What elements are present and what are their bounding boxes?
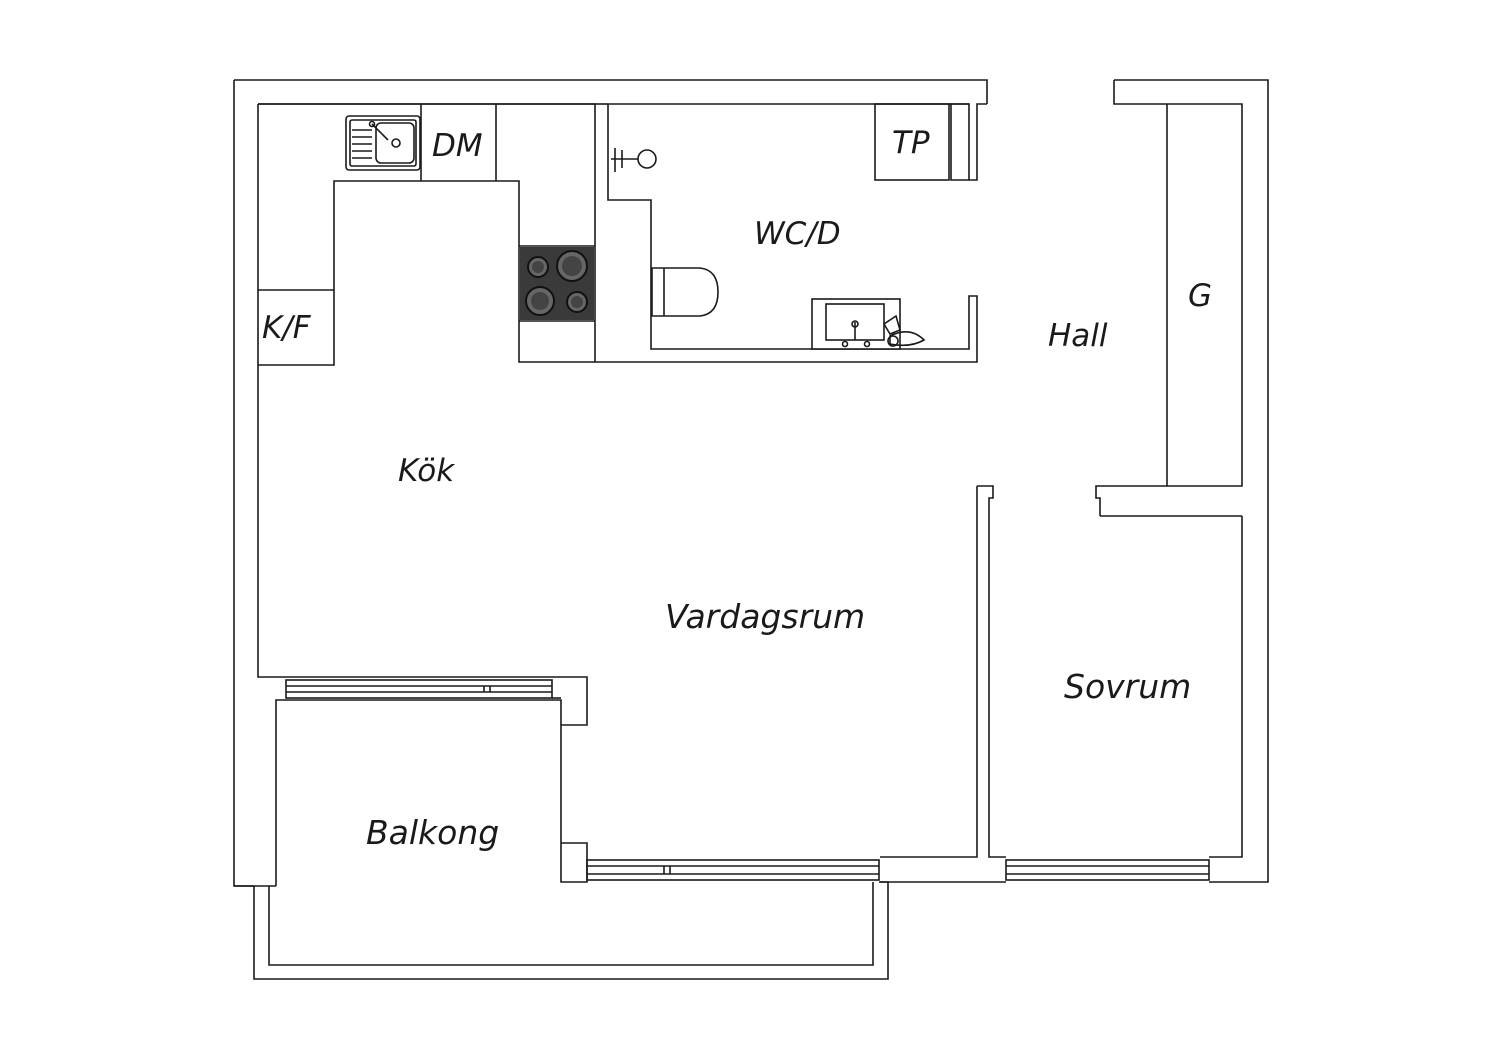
room-label-balcony: Balkong [366, 813, 499, 852]
outer-walls [233, 79, 1269, 887]
windows [285, 679, 1210, 881]
balcony-railing [234, 881, 889, 980]
kitchen-sink-icon [345, 115, 421, 171]
room-label-bedroom: Sovrum [1064, 667, 1191, 706]
shower-icon [611, 148, 657, 172]
interior-walls [880, 485, 1006, 883]
room-label-dishwasher: DM [432, 128, 483, 164]
room-label-wardrobe: G [1188, 278, 1212, 314]
room-label-bathroom: WC/D [754, 216, 841, 252]
room-label-living-room: Vardagsrum [665, 597, 865, 636]
balcony-door-wall [275, 676, 588, 886]
kitchen-counters [258, 103, 596, 366]
room-label-drying-cabinet: TP [892, 125, 930, 161]
stove-icon [520, 247, 594, 320]
room-label-kitchen: Kök [398, 453, 455, 489]
room-label-fridge-freezer: K/F [262, 310, 312, 346]
washbasin-icon [811, 298, 926, 350]
bathroom-walls [595, 103, 978, 363]
toilet-icon [651, 267, 719, 317]
room-label-hall: Hall [1048, 318, 1108, 354]
